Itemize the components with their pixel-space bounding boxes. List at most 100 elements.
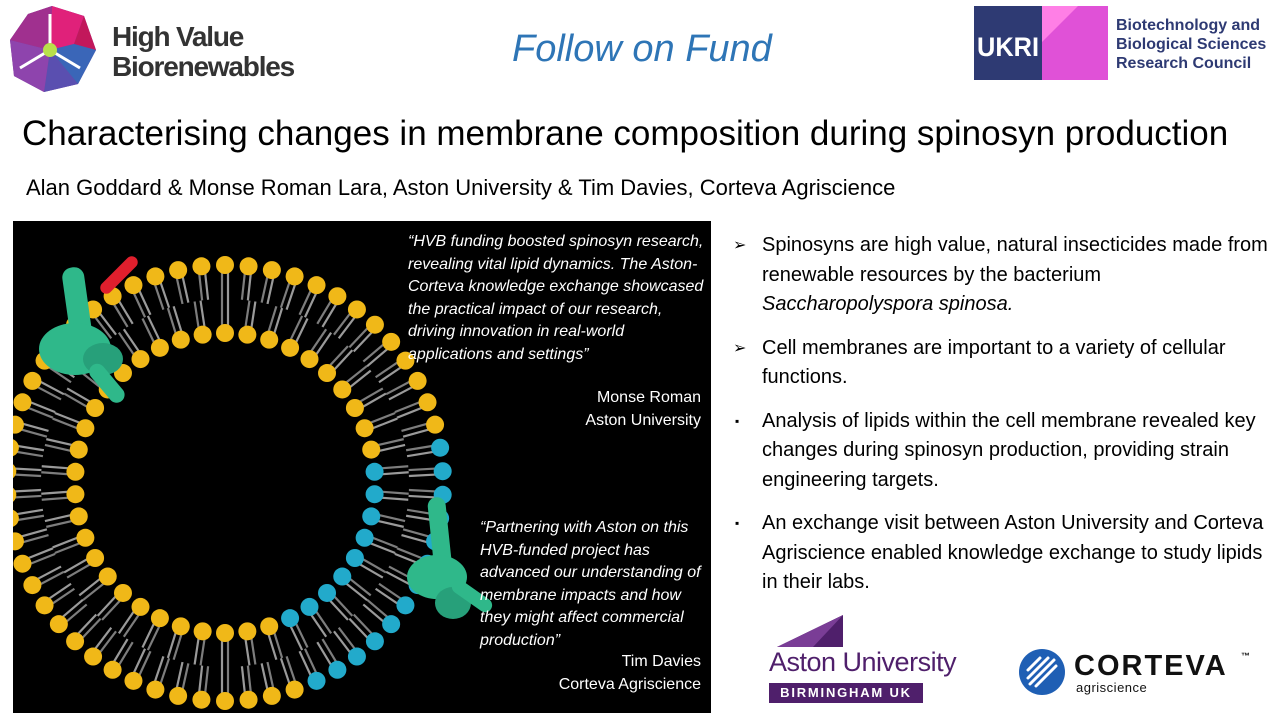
lipid-head [113, 583, 132, 602]
corteva-logo: CORTEVA ™ agriscience [1018, 648, 1258, 698]
quote-monse-roman: “HVB funding boosted spinosyn research, … [408, 233, 704, 363]
lipid-head [262, 261, 281, 280]
lipid-tail [13, 473, 42, 478]
lipid-head [131, 350, 150, 369]
aston-triangle-icon [777, 615, 843, 647]
lipid-head [365, 462, 384, 481]
lipid-head [347, 300, 366, 319]
arrow-bullet-icon: ➢ [733, 339, 747, 357]
bullet-list: ➢ Spinosyns are high value, natural inse… [733, 231, 1273, 612]
lipid-head [345, 399, 364, 417]
lipid-head [307, 276, 326, 295]
lipid-head [216, 624, 234, 642]
lipid-head [285, 267, 304, 286]
bbsrc-line-2: Biological Sciences [1116, 36, 1267, 53]
lipid-head [124, 671, 143, 690]
quote-attribution-name: Monse Roman [596, 389, 701, 406]
lipid-head [76, 528, 95, 547]
lipid-head [13, 532, 24, 551]
lipid-tail [13, 494, 42, 499]
quote-attribution-org: Corteva Agriscience [558, 676, 701, 693]
lipid-head [169, 261, 188, 280]
lipid-head [49, 615, 68, 634]
lipid-tail [13, 467, 42, 472]
quote-tim-davies: “Partnering with Aston on this HVB-funde… [480, 519, 701, 649]
lipid-head [13, 464, 17, 479]
protein-leg [89, 363, 125, 403]
lipid-head [328, 660, 347, 679]
bullet-text: Cell membranes are important to a variet… [762, 336, 1226, 389]
lipid-head [418, 393, 437, 412]
lipid-head [13, 487, 17, 502]
lipid-head [382, 332, 401, 351]
quote-attribution-name: Tim Davies [621, 653, 701, 670]
lipid-head [13, 439, 19, 457]
lipid-head [150, 338, 169, 357]
lipid-head [98, 567, 117, 586]
bullet-species-name: Saccharopolyspora spinosa. [762, 293, 1014, 315]
corteva-emblem-icon [1019, 649, 1065, 695]
lipid-head [328, 287, 347, 306]
lipid-head [333, 567, 352, 586]
lipid-head [171, 330, 190, 349]
lipid-head [365, 485, 384, 504]
lipid-head [192, 690, 211, 709]
lipid-head [146, 267, 165, 286]
ukri-mark-text: UKRI [977, 32, 1039, 62]
lipid-head [333, 380, 352, 399]
membrane-illustration-panel: “HVB funding boosted spinosyn research, … [13, 221, 711, 713]
lipid-head [355, 419, 374, 438]
protein-leg [451, 579, 493, 613]
lipid-head [281, 338, 300, 357]
lipid-head [318, 583, 337, 602]
lipid-head [171, 617, 190, 636]
molecule-rod [100, 256, 138, 294]
lipid-head [281, 609, 300, 628]
hvb-hexagon-icon [10, 6, 96, 92]
lipid-head [103, 660, 122, 679]
lipid-head [146, 680, 165, 699]
bullet-item: ➢ Spinosyns are high value, natural inse… [733, 231, 1273, 320]
lipid-head [408, 371, 427, 390]
aston-city-band: BIRMINGHAM UK [769, 683, 923, 703]
bullet-text: Analysis of lipids within the cell membr… [762, 409, 1256, 491]
lipid-head [216, 256, 234, 274]
corteva-name: CORTEVA [1074, 650, 1228, 682]
lipid-head [23, 371, 42, 390]
authors-line: Alan Goddard & Monse Roman Lara, Aston U… [26, 175, 896, 200]
lipid-head [66, 462, 85, 481]
lipid-head [84, 647, 103, 666]
ukri-mark-icon: UKRI [974, 6, 1108, 80]
lipid-head [193, 325, 212, 344]
lipid-head [76, 419, 95, 438]
lipid-head [431, 438, 450, 457]
lipid-head [365, 632, 384, 651]
lipid-head [13, 393, 32, 412]
corteva-trademark: ™ [1241, 651, 1250, 661]
square-bullet-icon: ▪ [735, 516, 740, 530]
square-bullet-icon: ▪ [735, 413, 740, 428]
lipid-membrane-illustration [13, 256, 493, 710]
lipid-head [362, 440, 381, 459]
arrow-bullet-icon: ➢ [733, 237, 747, 254]
lipid-head [262, 686, 281, 705]
lipid-head [150, 609, 169, 628]
lipid-head [13, 415, 24, 434]
lipid-head [69, 507, 88, 526]
bullet-item: ▪ An exchange visit between Aston Univer… [733, 509, 1273, 598]
quote-attribution-org: Aston University [585, 412, 701, 429]
lipid-head [307, 671, 326, 690]
lipid-head [365, 315, 384, 334]
lipid-head [396, 351, 415, 370]
header-title: Follow on Fund [512, 28, 772, 70]
lipid-head [124, 276, 143, 295]
lipid-head [66, 632, 85, 651]
lipid-head [35, 596, 54, 615]
lipid-head [13, 554, 32, 573]
bbsrc-line-1: Biotechnology and [1116, 17, 1260, 34]
lipid-head [347, 647, 366, 666]
lipid-head [131, 597, 150, 616]
lipid-head [69, 440, 88, 459]
lipid-head [238, 622, 257, 641]
aston-name: Aston University [769, 647, 957, 677]
